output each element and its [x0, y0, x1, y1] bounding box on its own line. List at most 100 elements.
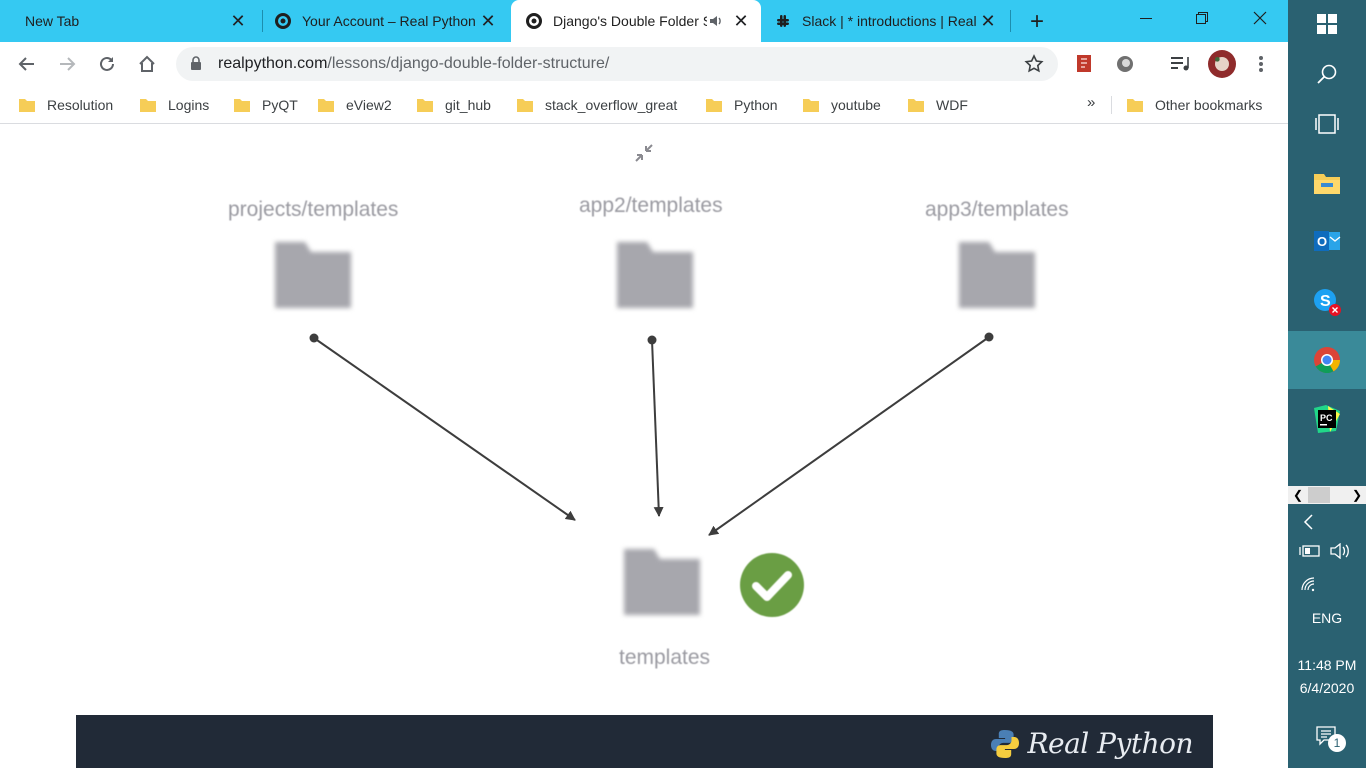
network-button[interactable]	[1294, 572, 1324, 594]
bookmark-git-hub[interactable]: git_hub	[417, 95, 491, 115]
close-icon[interactable]: ✕	[230, 10, 246, 31]
media-control-icon[interactable]	[1168, 52, 1192, 76]
pdf-extension-icon[interactable]	[1073, 52, 1097, 76]
scroll-left-icon[interactable]: ❮	[1293, 488, 1304, 502]
arrow-from-projects-templates	[309, 333, 576, 521]
lock-icon[interactable]	[190, 56, 202, 71]
forward-button[interactable]	[51, 48, 83, 80]
file-explorer-icon	[1314, 174, 1340, 194]
svg-text:PC: PC	[1320, 413, 1333, 423]
folder-icon	[624, 549, 700, 615]
close-icon[interactable]: ✕	[980, 10, 996, 31]
menu-button[interactable]	[1245, 48, 1277, 80]
pycharm-icon: PC	[1314, 405, 1340, 433]
minimize-icon	[1140, 18, 1152, 19]
scroll-thumb[interactable]	[1308, 487, 1330, 503]
bookmark-label: stack_overflow_great	[545, 97, 678, 113]
tab-title: New Tab	[25, 13, 80, 29]
address-bar[interactable]: realpython.com/lessons/django-double-fol…	[176, 47, 1058, 81]
bookmark-eview2[interactable]: eView2	[318, 95, 392, 115]
bookmark-label: youtube	[831, 97, 881, 113]
clock-date[interactable]: 6/4/2020	[1299, 680, 1355, 696]
chrome-icon	[1314, 347, 1341, 374]
bookmarks-bar: Resolution Logins PyQT eView2 git_hub st…	[0, 86, 1288, 124]
close-icon	[1253, 11, 1267, 25]
outlook-icon: O	[1314, 231, 1341, 251]
restore-button[interactable]	[1174, 0, 1230, 36]
start-button[interactable]	[1288, 0, 1366, 48]
bookmark-label: PyQT	[262, 97, 298, 113]
folder-icon	[1127, 99, 1143, 112]
back-button[interactable]	[11, 48, 43, 80]
clock-time[interactable]: 11:48 PM	[1297, 657, 1357, 673]
close-icon[interactable]: ✕	[733, 10, 749, 31]
tab-slack[interactable]: Slack | * introductions | Real Python ✕	[764, 0, 1008, 42]
tab-new-tab[interactable]: New Tab ✕	[12, 0, 256, 42]
show-hidden-icons-button[interactable]	[1288, 508, 1366, 536]
action-center-button[interactable]: 1	[1288, 716, 1366, 756]
folder-icon	[318, 99, 334, 112]
tab-title: Django's Double Folder Structure	[553, 13, 707, 29]
bookmark-label: Logins	[168, 97, 210, 113]
avatar[interactable]	[1208, 50, 1236, 78]
tab-your-account[interactable]: Your Account – Real Python ✕	[266, 0, 506, 42]
tab-django-double-folder[interactable]: Django's Double Folder Structure ✕	[511, 0, 761, 42]
skype-button[interactable]: S	[1288, 276, 1366, 328]
bookmark-youtube[interactable]: youtube	[803, 95, 881, 115]
record-extension-icon[interactable]	[1113, 52, 1137, 76]
search-icon	[1317, 64, 1337, 84]
skype-icon: S	[1314, 289, 1341, 316]
bookmark-label: WDF	[936, 97, 968, 113]
bookmarks-overflow-button[interactable]: »	[1087, 94, 1096, 111]
close-window-button[interactable]	[1232, 0, 1288, 36]
folder-icon	[417, 99, 433, 112]
outlook-button[interactable]: O	[1288, 216, 1366, 266]
pycharm-button[interactable]: PC	[1288, 392, 1366, 446]
arrow-from-app2-templates	[647, 335, 664, 517]
file-explorer-button[interactable]	[1288, 158, 1366, 208]
task-view-button[interactable]	[1288, 100, 1366, 148]
bookmark-stack-overflow-great[interactable]: stack_overflow_great	[517, 95, 677, 115]
bookmark-other-bookmarks[interactable]: Other bookmarks	[1127, 95, 1262, 115]
folder-icon	[140, 99, 156, 112]
arrow-left-icon	[18, 57, 34, 71]
star-icon[interactable]	[1024, 54, 1044, 74]
real-python-favicon-icon	[275, 13, 291, 29]
bookmark-logins[interactable]: Logins	[140, 95, 209, 115]
home-button[interactable]	[131, 48, 163, 80]
wifi-icon	[1301, 577, 1315, 592]
windows-logo-icon	[1317, 14, 1337, 34]
exit-fullscreen-icon[interactable]	[633, 142, 655, 164]
folder-icon	[517, 99, 533, 112]
battery-icon	[1299, 545, 1320, 557]
folder-icon	[959, 242, 1035, 308]
minimize-button[interactable]	[1118, 0, 1174, 36]
scroll-right-icon[interactable]: ❯	[1352, 488, 1363, 502]
search-button[interactable]	[1288, 50, 1366, 98]
bookmark-wdf[interactable]: WDF	[908, 95, 968, 115]
task-view-icon	[1315, 114, 1339, 134]
taskbar-scrollbar[interactable]: ❮ ❯	[1288, 486, 1366, 504]
new-tab-button[interactable]: +	[1029, 8, 1044, 35]
bookmark-pyqt[interactable]: PyQT	[234, 95, 298, 115]
bookmark-resolution[interactable]: Resolution	[19, 95, 113, 115]
speaker-icon[interactable]	[707, 12, 725, 30]
close-icon[interactable]: ✕	[480, 10, 496, 31]
video-slide[interactable]: projects/templates app2/templates app3/t…	[76, 125, 1213, 715]
check-circle-icon	[740, 553, 804, 617]
bookmark-label: Python	[734, 97, 778, 113]
folder-icon	[908, 99, 924, 112]
battery-button[interactable]	[1296, 540, 1324, 562]
tab-title: Slack | * introductions | Real Python	[802, 13, 978, 29]
notification-count-badge: 1	[1328, 734, 1346, 752]
volume-button[interactable]	[1326, 540, 1356, 562]
bookmark-label: Other bookmarks	[1155, 97, 1263, 113]
chrome-button[interactable]	[1288, 331, 1366, 389]
python-logo-icon	[991, 729, 1020, 758]
folder-icon	[706, 99, 722, 112]
bookmark-python[interactable]: Python	[706, 95, 778, 115]
reload-icon	[100, 56, 114, 71]
reload-button[interactable]	[91, 48, 123, 80]
real-python-favicon-icon	[526, 13, 542, 29]
language-indicator[interactable]: ENG	[1311, 610, 1343, 626]
